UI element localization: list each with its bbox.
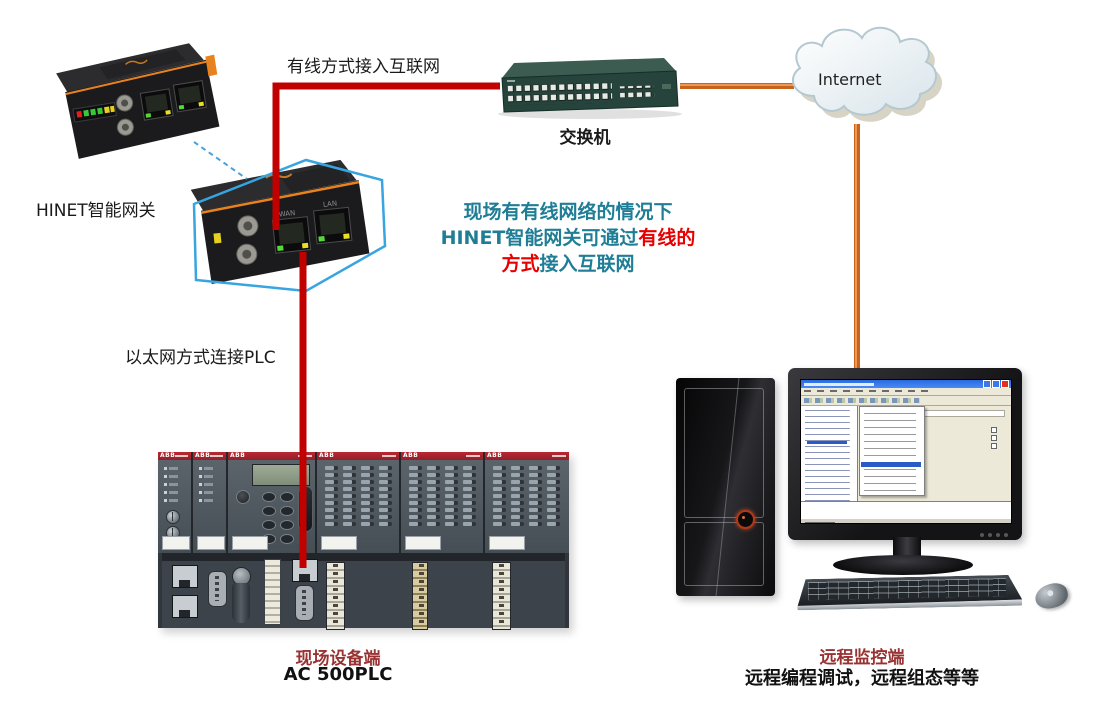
module-label-patch bbox=[162, 536, 190, 550]
plc-cm-module: ABB bbox=[158, 452, 193, 553]
module-leds bbox=[199, 467, 217, 507]
ethernet-ports bbox=[139, 80, 207, 121]
ac500-plc: ABB ABB ABB bbox=[158, 452, 569, 630]
io-channel-indicators bbox=[325, 466, 392, 526]
plc-terminal-row bbox=[162, 553, 565, 630]
io-channel-indicators bbox=[493, 466, 560, 526]
monitor-buttons bbox=[980, 533, 1008, 537]
serial-port bbox=[295, 585, 314, 621]
module-label-patch bbox=[405, 536, 441, 550]
app-toolbar bbox=[801, 396, 1011, 406]
plc-io-module: ABB bbox=[485, 452, 569, 553]
switch-indicator bbox=[662, 84, 671, 89]
power-button bbox=[736, 510, 755, 529]
switch-logo bbox=[507, 80, 515, 82]
orange-accent-stripe bbox=[65, 60, 207, 96]
module-label-patch bbox=[321, 536, 357, 550]
din-rail-tab bbox=[205, 54, 218, 77]
module-label-patch bbox=[489, 536, 525, 550]
app-title-bar bbox=[801, 380, 1011, 388]
ethernet-port-cpu bbox=[292, 559, 318, 582]
close-icon bbox=[1001, 380, 1009, 388]
switch-label: 交换机 bbox=[559, 128, 611, 148]
plc-module-row: ABB ABB ABB bbox=[158, 452, 569, 553]
memory-card-slot bbox=[298, 486, 313, 532]
mouse bbox=[1032, 580, 1071, 612]
lan-port-label: LAN bbox=[323, 200, 338, 209]
resources-tree-panel bbox=[801, 406, 858, 501]
status-leds bbox=[76, 105, 115, 118]
monitor-base bbox=[833, 555, 973, 575]
remote-side-subtitle: 远程编程调试，远程组态等等 bbox=[745, 668, 979, 689]
monitor-screen bbox=[800, 379, 1012, 524]
cpu-mode-switch bbox=[236, 490, 250, 504]
module-brand-stripe: ABB bbox=[158, 452, 191, 460]
wired-link-label: 有线方式接入互联网 bbox=[287, 57, 440, 77]
keyboard bbox=[797, 575, 1023, 611]
plc-io-module: ABB bbox=[401, 452, 485, 553]
status-bar bbox=[801, 518, 1011, 523]
address-rotary-switch bbox=[166, 510, 180, 524]
field-side-title: 现场设备端 bbox=[295, 649, 381, 669]
switch-ports bbox=[507, 81, 655, 106]
internet-cloud bbox=[792, 27, 943, 122]
io-channel-indicators bbox=[409, 466, 476, 526]
message-pane bbox=[801, 501, 1011, 518]
internet-label: Internet bbox=[818, 70, 882, 89]
online-menu-dropdown bbox=[859, 406, 925, 496]
ethernet-port bbox=[172, 565, 198, 588]
plc-cpu-module: ABB bbox=[228, 452, 317, 553]
field-side-subtitle: AC 500PLC bbox=[283, 664, 393, 685]
app-menu-bar bbox=[801, 388, 1011, 396]
cpu-lcd-display bbox=[252, 464, 310, 486]
cpu-keypad bbox=[262, 492, 294, 544]
terminal-strip bbox=[264, 559, 281, 625]
ethernet-port bbox=[172, 595, 198, 618]
serial-port bbox=[208, 571, 227, 607]
hinet-gateway-zoomed: WAN LAN bbox=[190, 158, 387, 293]
gateway-label: HINET智能网关 bbox=[36, 201, 156, 221]
plc-cm-module: ABB bbox=[193, 452, 228, 553]
module-label-patch bbox=[232, 536, 268, 550]
remote-side-title: 远程监控端 bbox=[819, 648, 905, 668]
monitor bbox=[788, 368, 1022, 540]
pc-tower bbox=[676, 378, 775, 596]
brand-logo-mark bbox=[125, 59, 148, 65]
module-leds bbox=[164, 467, 182, 507]
status-led bbox=[213, 232, 222, 244]
hinet-gateway-device bbox=[56, 43, 220, 159]
module-label-patch bbox=[197, 536, 225, 550]
plc-link-label: 以太网方式连接PLC bbox=[125, 348, 276, 368]
plc-io-module: ABB bbox=[317, 452, 401, 553]
highlighted-menu-item bbox=[861, 462, 921, 467]
switch-device bbox=[498, 58, 682, 119]
connector-housing bbox=[232, 583, 250, 623]
